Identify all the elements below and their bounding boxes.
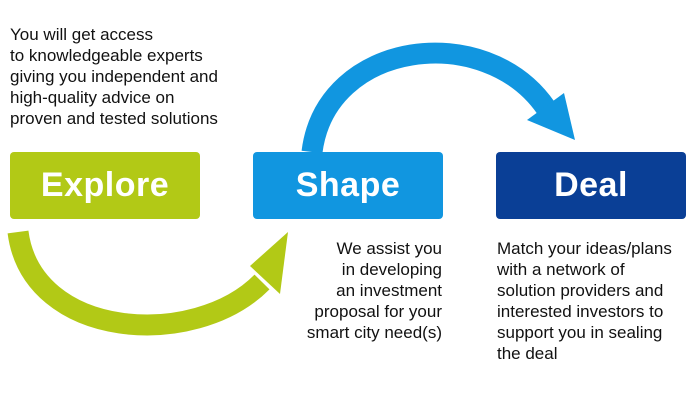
explore-box: Explore (10, 152, 200, 219)
explore-description: You will get access to knowledgeable exp… (10, 25, 218, 128)
shape-description: We assist you in developing an investmen… (306, 239, 442, 342)
shape-to-deal-arrow (301, 42, 555, 154)
explore-to-shape-arrowhead (250, 232, 288, 294)
explore-label: Explore (40, 166, 170, 204)
shape-to-deal-arrowhead (527, 93, 575, 140)
shape-label: Shape (295, 166, 401, 204)
deal-description: Match your ideas/plans with a network of… (497, 239, 672, 363)
shape-box: Shape (253, 152, 443, 219)
explore-to-shape-arrow (7, 230, 270, 336)
deal-box: Deal (496, 152, 686, 219)
deal-label: Deal (554, 166, 628, 204)
